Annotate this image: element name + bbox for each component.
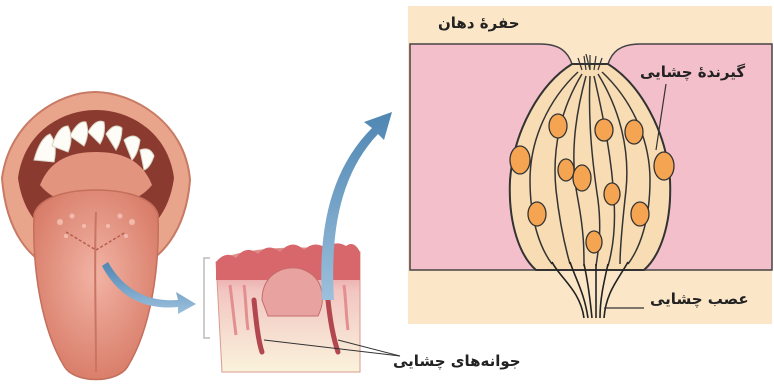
bracket (204, 258, 210, 338)
taste-receptor-label: گیرندهٔ چشایی (640, 63, 745, 81)
tongue-midline (95, 212, 96, 372)
mouth-illustration (2, 92, 190, 380)
taste-bud-detail-panel (408, 6, 772, 324)
taste-nerve-label: عصب چشایی (650, 290, 749, 308)
oral-cavity-label: حفرهٔ دهان (438, 14, 520, 32)
taste-buds-label: جوانه‌های چشایی (393, 352, 521, 370)
tongue-tissue-block (204, 243, 360, 372)
